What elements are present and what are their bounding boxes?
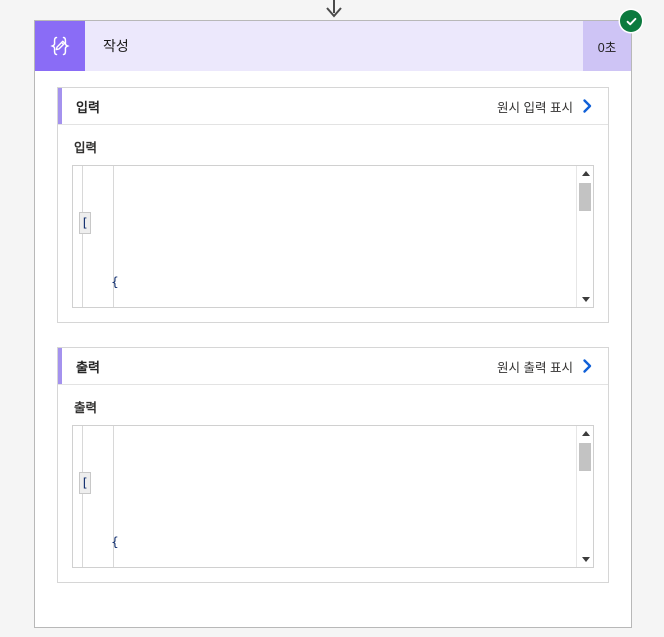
chevron-right-icon <box>583 359 592 373</box>
action-title: 작성 <box>103 38 129 54</box>
output-section: 출력 원시 출력 표시 출력 [ <box>57 347 609 583</box>
show-raw-output-link[interactable]: 원시 출력 표시 <box>497 357 598 376</box>
output-code-box[interactable]: [ { "cID": 1, "cLeft3": "002", "cLevel":… <box>72 425 594 568</box>
flow-connector <box>0 0 664 20</box>
output-code-scroll: [ { "cID": 1, "cLeft3": "002", "cLevel":… <box>73 426 576 567</box>
scroll-up-arrow-icon[interactable] <box>577 426 593 441</box>
code-line: { <box>81 274 119 289</box>
input-content-label: 입력 <box>74 141 98 155</box>
action-card-body: 입력 원시 입력 표시 입력 [ <box>35 71 631 583</box>
input-section-title: 입력 <box>76 99 100 115</box>
input-scrollbar[interactable] <box>576 166 593 307</box>
scrollbar-thumb[interactable] <box>579 443 591 471</box>
action-card[interactable]: 작성 0초 입력 원시 입력 표시 입력 <box>34 10 642 628</box>
input-code-lines: [ { "cID": 1, "cLeft3": "002", "cLevel":… <box>79 172 576 307</box>
show-raw-input-link[interactable]: 원시 입력 표시 <box>497 97 598 116</box>
output-section-title: 출력 <box>76 359 100 375</box>
input-code-scroll: [ { "cID": 1, "cLeft3": "002", "cLevel":… <box>73 166 576 307</box>
output-scrollbar[interactable] <box>576 426 593 567</box>
show-raw-input-label: 원시 입력 표시 <box>497 100 573 115</box>
scroll-down-arrow-icon[interactable] <box>577 552 593 567</box>
show-raw-output-label: 원시 출력 표시 <box>497 360 573 375</box>
output-content-label: 출력 <box>74 401 98 415</box>
scrollbar-thumb[interactable] <box>579 183 591 211</box>
chevron-right-icon <box>583 99 592 113</box>
input-section: 입력 원시 입력 표시 입력 [ <box>57 87 609 323</box>
action-card-header[interactable]: 작성 0초 <box>35 10 642 71</box>
input-section-header[interactable]: 입력 원시 입력 표시 <box>58 88 608 125</box>
selected-bracket[interactable]: [ <box>79 472 91 494</box>
input-code-box[interactable]: [ { "cID": 1, "cLeft3": "002", "cLevel":… <box>72 165 594 308</box>
success-check-icon <box>620 10 642 32</box>
scroll-down-arrow-icon[interactable] <box>577 292 593 307</box>
output-section-header[interactable]: 출력 원시 출력 표시 <box>58 348 608 385</box>
code-line: [ <box>79 212 576 234</box>
selected-bracket[interactable]: [ <box>79 212 91 234</box>
input-section-content: 입력 [ { "cID": 1, "cLeft3": "002", <box>58 125 608 322</box>
compose-braces-pencil-icon <box>35 21 85 71</box>
code-line: { <box>81 534 119 549</box>
scroll-up-arrow-icon[interactable] <box>577 166 593 181</box>
output-code-lines: [ { "cID": 1, "cLeft3": "002", "cLevel":… <box>79 432 576 567</box>
output-section-content: 출력 [ { "cID": 1, "cLeft3": "002", <box>58 385 608 582</box>
action-duration: 0초 <box>583 21 631 71</box>
code-line: [ <box>79 472 576 494</box>
arrow-down-icon <box>326 0 342 18</box>
